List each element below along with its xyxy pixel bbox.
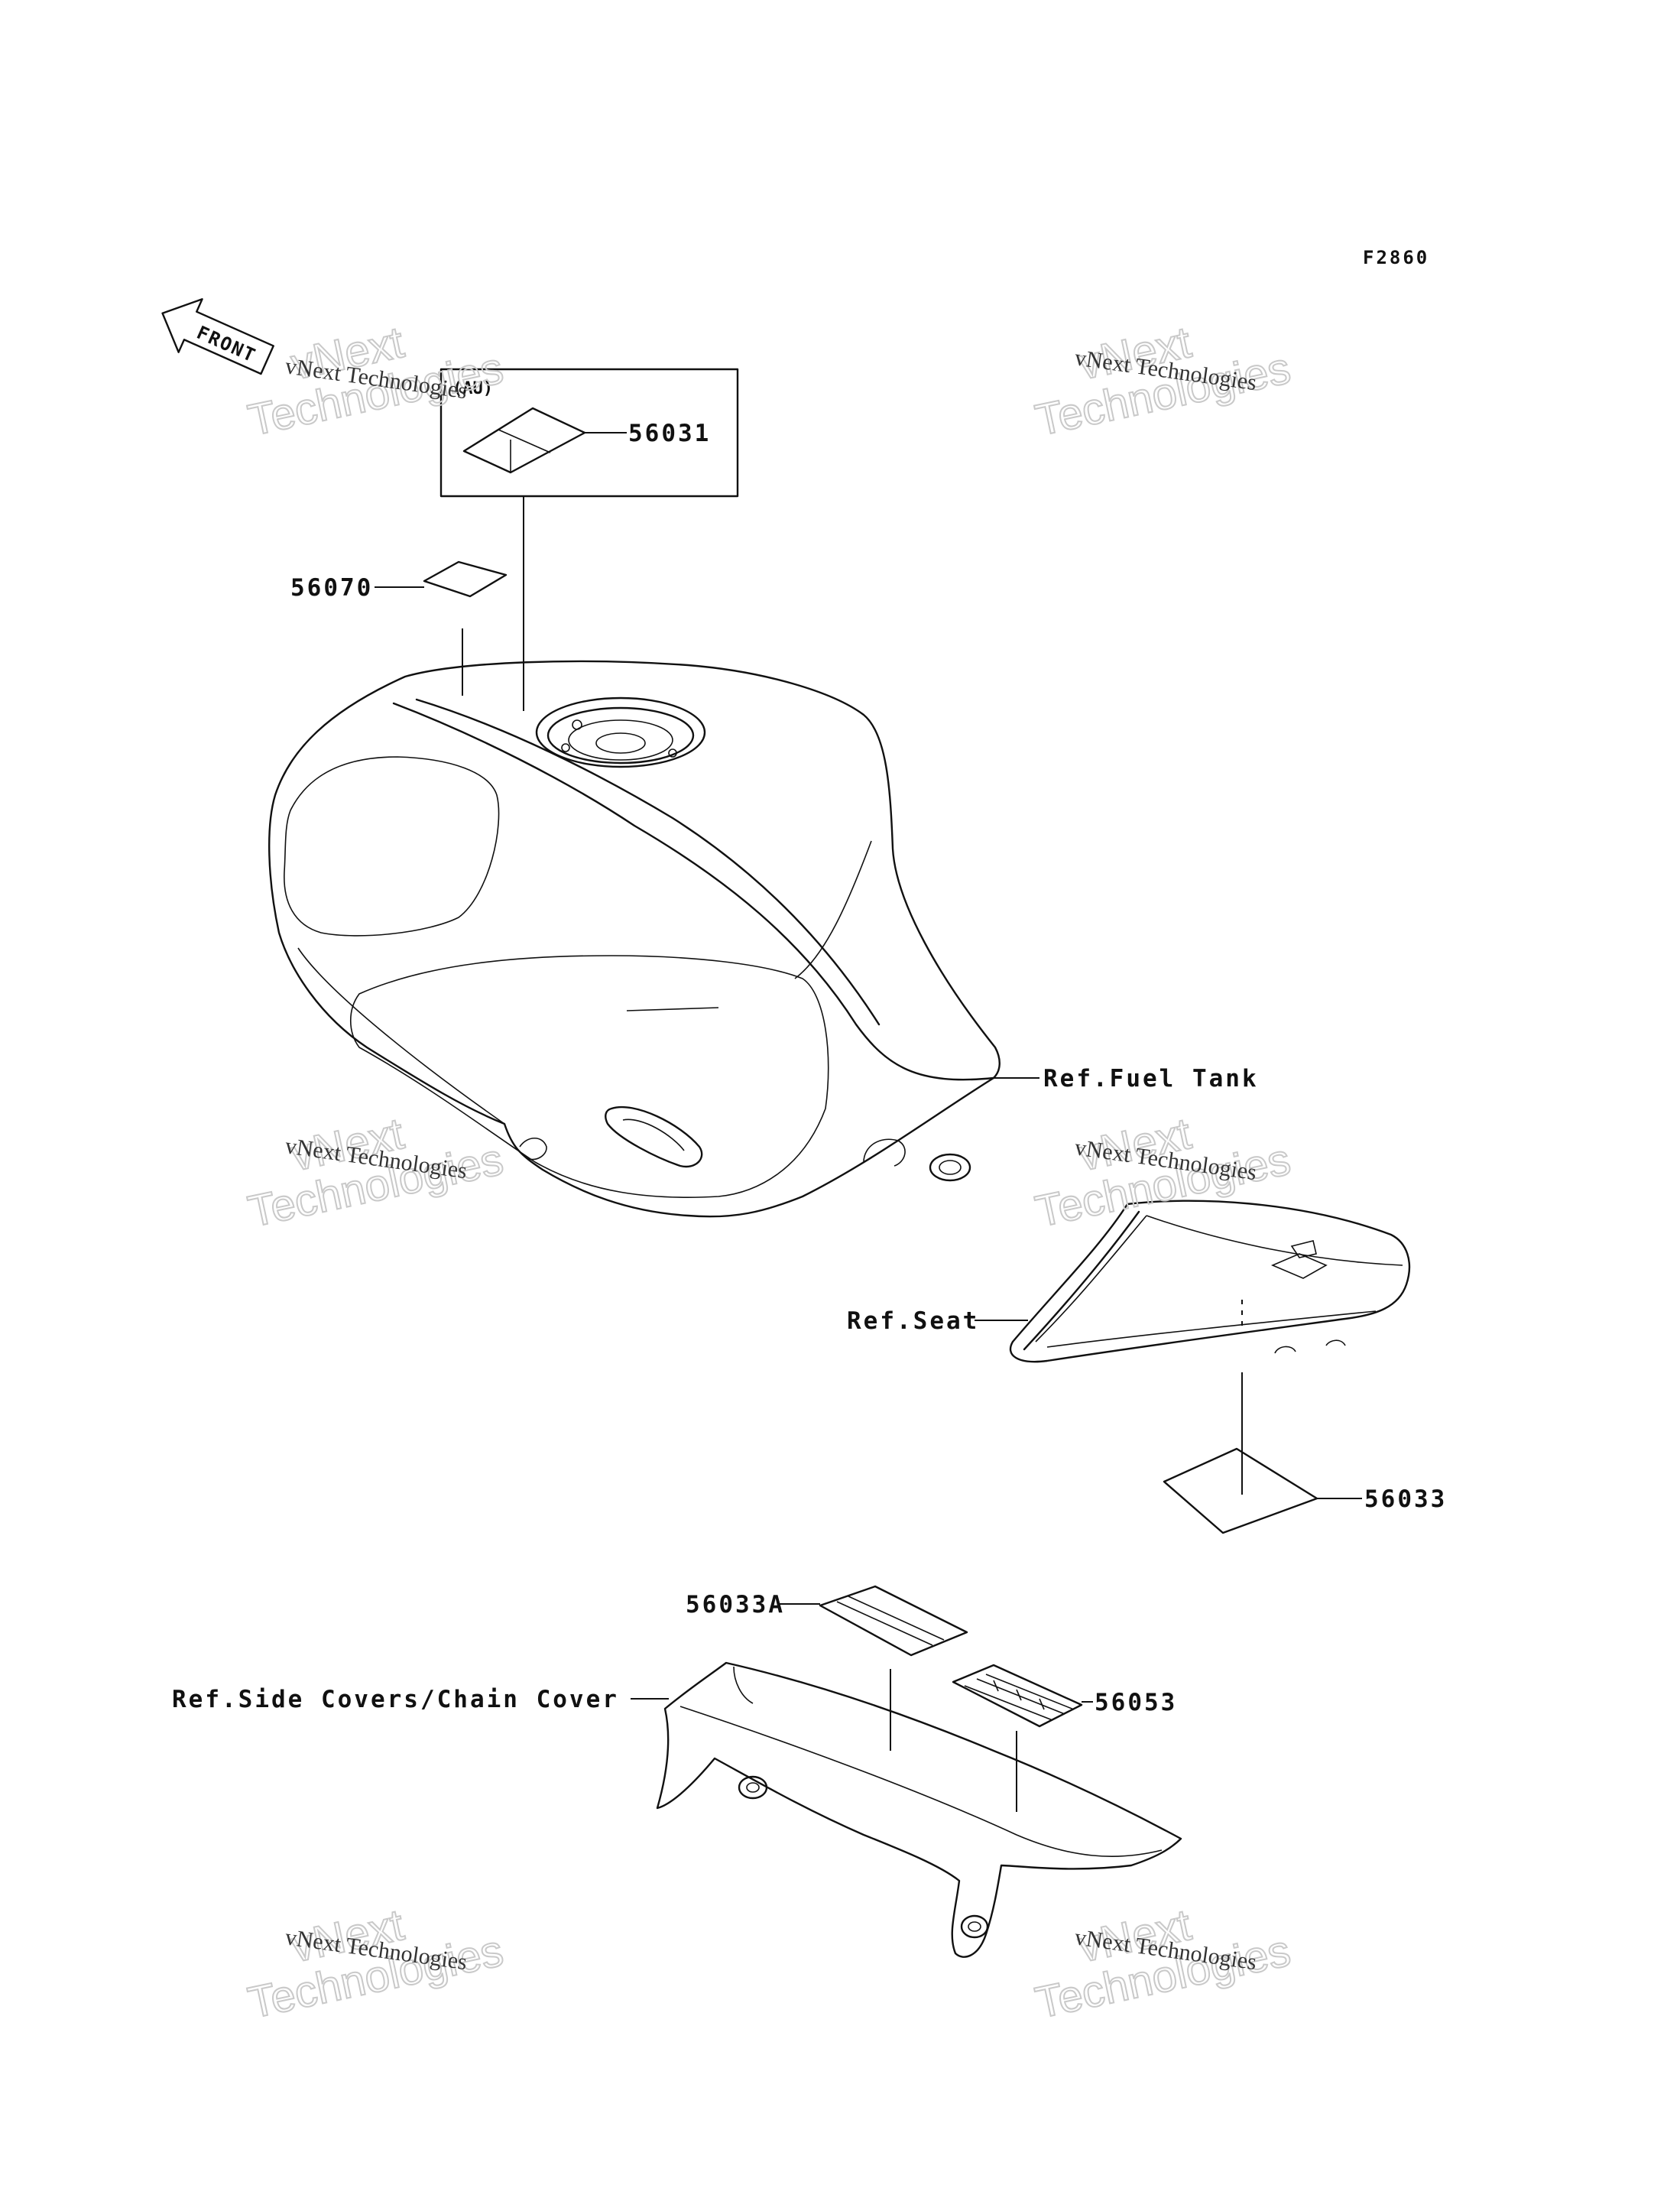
label-ref-seat: Ref.Seat [847,1307,979,1335]
label-56070: 56070 [290,574,373,602]
inset-note: (AU) [452,379,493,398]
figure-id: F2860 [1363,247,1429,268]
label-56031: 56031 [628,420,711,447]
inset-box-56031: (AU) 56031 [439,368,739,711]
front-arrow-icon: FRONT [161,298,274,375]
decal-56033: 56033 [1163,1447,1447,1534]
decal-56033A-icon [819,1585,968,1657]
chain-cover-drawing: Ref.Side Covers/Chain Cover [172,1661,1182,1958]
decal-56033-icon [1163,1447,1318,1534]
fuel-tank-drawing: Ref.Fuel Tank [268,660,1259,1218]
decal-56070-icon [423,560,508,598]
decal-56033A: 56033A [686,1585,968,1751]
front-arrow-text: FRONT [193,322,260,367]
decal-56053: 56053 [952,1664,1177,1812]
decal-56031-icon [462,407,586,474]
label-56033: 56033 [1364,1485,1447,1513]
label-ref-fuel-tank: Ref.Fuel Tank [1043,1065,1259,1093]
label-ref-side-covers: Ref.Side Covers/Chain Cover [172,1686,619,1713]
label-56033A: 56033A [686,1591,785,1618]
decal-56053-icon [952,1664,1083,1728]
seat-drawing: Ref.Seat [847,1200,1411,1495]
decal-56070: 56070 [290,560,508,696]
label-56053: 56053 [1095,1689,1177,1716]
